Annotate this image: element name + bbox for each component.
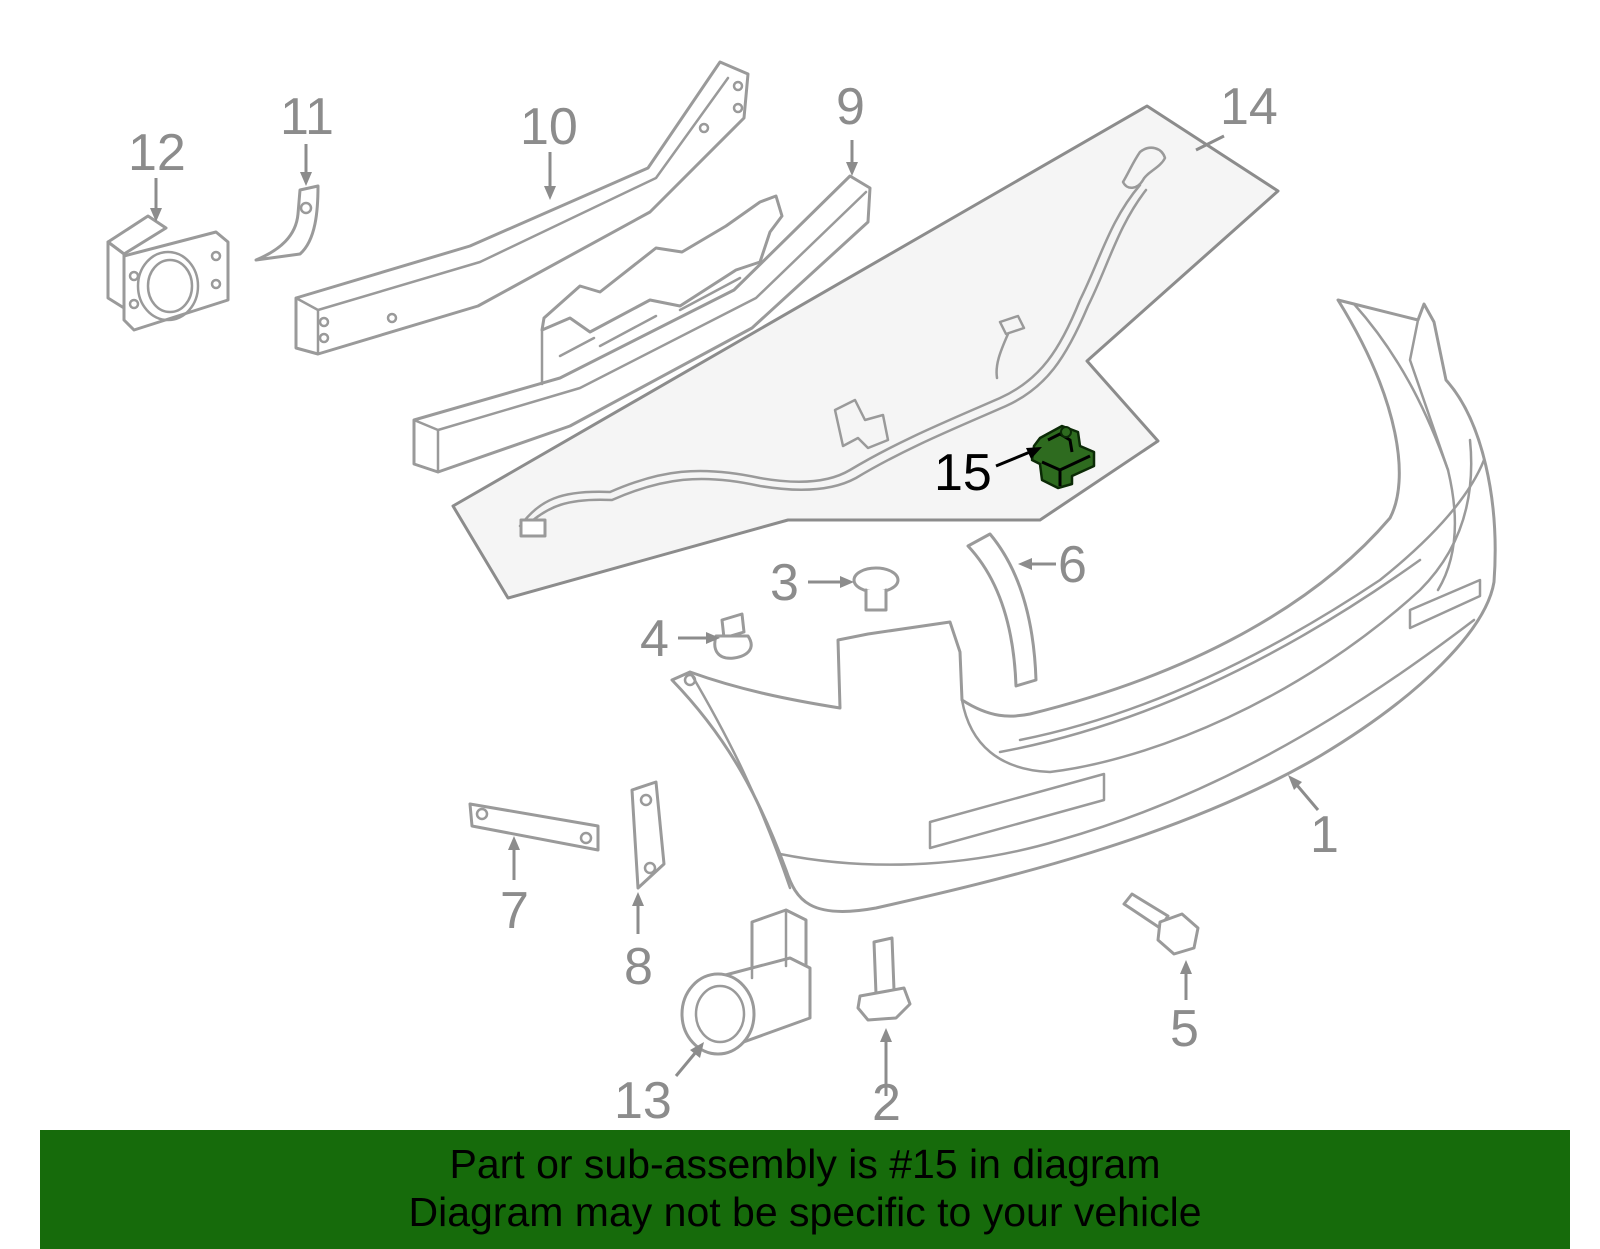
part-6-strip — [966, 532, 1038, 688]
callout-8: 8 — [624, 938, 653, 996]
banner-line-disclaimer: Diagram may not be specific to your vehi… — [408, 1189, 1202, 1235]
callout-1: 1 — [1310, 806, 1339, 864]
part-1-bumper-cover — [670, 298, 1497, 913]
callout-14: 14 — [1220, 78, 1278, 136]
callout-2: 2 — [872, 1074, 901, 1130]
part-13-parking-sensor — [680, 908, 812, 1056]
part-15-connector-highlighted — [1030, 424, 1096, 490]
callout-6: 6 — [1058, 536, 1087, 594]
callout-4: 4 — [640, 610, 669, 668]
part-7-bracket — [468, 802, 600, 852]
part-10-reinforcement — [294, 60, 750, 356]
info-banner: Part or sub-assembly is #15 in diagram D… — [40, 1130, 1570, 1249]
callout-13: 13 — [614, 1072, 672, 1130]
part-12-bracket — [106, 214, 230, 332]
part-3-clip — [852, 566, 900, 612]
banner-line-part-number: Part or sub-assembly is #15 in diagram — [449, 1141, 1161, 1187]
parts-diagram: 1 2 3 4 5 6 7 8 9 10 11 12 13 14 15 — [106, 60, 1497, 1130]
callout-12: 12 — [128, 124, 186, 182]
callout-leaders — [150, 134, 1320, 1096]
callout-15: 15 — [934, 444, 992, 502]
part-4-push-pin — [713, 612, 753, 660]
callout-7: 7 — [500, 882, 529, 940]
callout-3: 3 — [770, 554, 799, 612]
callout-9: 9 — [836, 78, 865, 136]
part-5-bolt — [1122, 892, 1200, 956]
part-2-bolt — [856, 936, 912, 1022]
callout-10: 10 — [520, 98, 578, 156]
callout-numbers: 1 2 3 4 5 6 7 8 9 10 11 12 13 14 15 — [128, 78, 1339, 1130]
callout-5: 5 — [1170, 1000, 1199, 1058]
part-8-plate — [630, 780, 666, 890]
callout-11: 11 — [280, 88, 334, 146]
part-11-pad — [254, 184, 320, 262]
part-9-impact-bar — [412, 174, 872, 474]
part-14-wiring-harness — [451, 104, 1280, 600]
